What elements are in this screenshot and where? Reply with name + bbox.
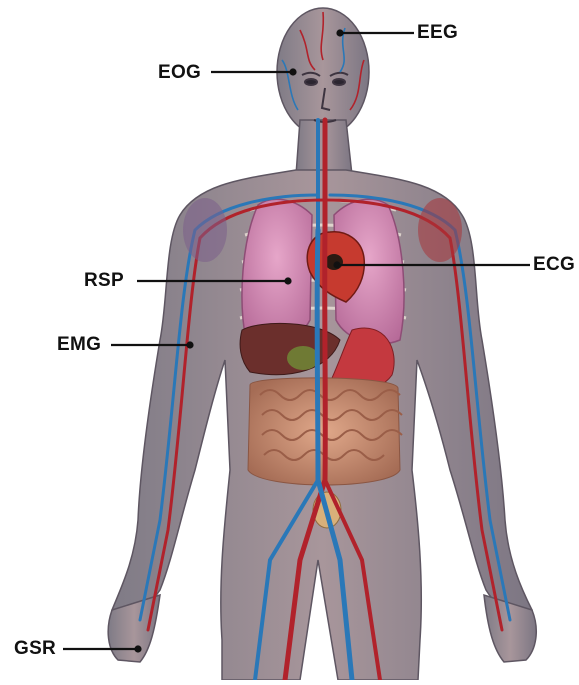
rsp-marker xyxy=(286,279,291,284)
rsp-label: RSP xyxy=(84,270,124,292)
right-shoulder-muscle xyxy=(418,198,462,262)
left-shoulder-muscle xyxy=(183,198,227,262)
eeg-marker xyxy=(338,31,343,36)
eog-label: EOG xyxy=(158,62,201,84)
gallbladder xyxy=(287,346,319,370)
gsr-marker xyxy=(136,647,141,652)
emg-marker xyxy=(188,343,193,348)
gsr-label: GSR xyxy=(14,638,56,660)
eeg-label: EEG xyxy=(417,22,458,44)
eog-marker xyxy=(291,70,296,75)
emg-label: EMG xyxy=(57,334,101,356)
ecg-label: ECG xyxy=(533,254,575,276)
ecg-marker xyxy=(335,263,340,268)
